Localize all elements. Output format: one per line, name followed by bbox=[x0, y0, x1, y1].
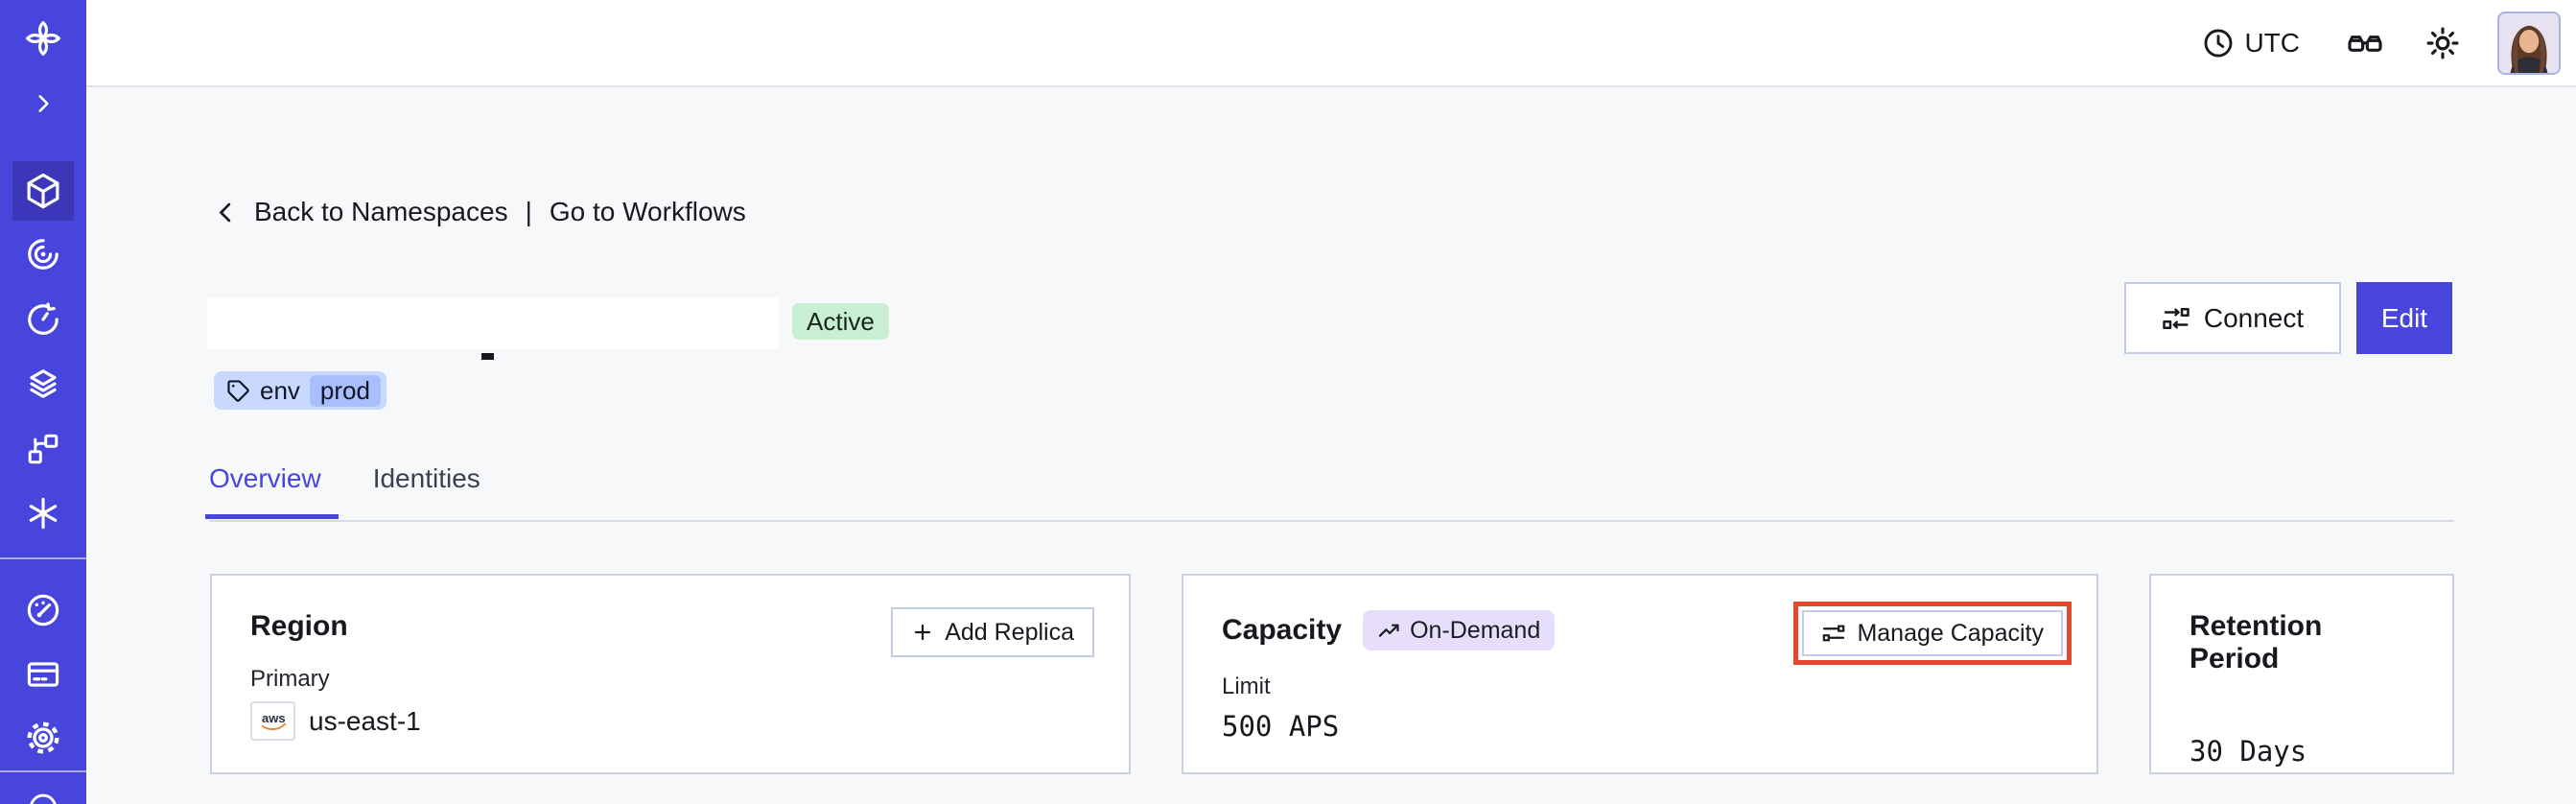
sidebar bbox=[0, 0, 86, 804]
tab-identities[interactable]: Identities bbox=[372, 463, 480, 493]
sun-icon bbox=[2426, 27, 2459, 59]
breadcrumb-separator: | bbox=[525, 197, 532, 226]
sidebar-item-nexus[interactable] bbox=[0, 366, 86, 402]
manage-capacity-button[interactable]: Manage Capacity bbox=[1802, 610, 2063, 656]
sidebar-expand-chevron-icon[interactable] bbox=[0, 90, 86, 117]
region-card: Region Add Replica Primary aws us-east-1 bbox=[210, 574, 1131, 774]
avatar-image bbox=[2499, 12, 2559, 73]
back-chevron-icon bbox=[220, 202, 231, 222]
breadcrumb[interactable]: Back to Namespaces | Go to Workflows bbox=[213, 197, 746, 227]
branch-icon bbox=[28, 434, 59, 463]
limit-label: Limit bbox=[1222, 674, 1271, 699]
ondemand-badge-label: On-Demand bbox=[1410, 616, 1541, 644]
asterisk-icon bbox=[29, 497, 58, 530]
breadcrumb-workflows-link[interactable]: Go to Workflows bbox=[549, 197, 746, 226]
capacity-card-title: Capacity bbox=[1222, 614, 1343, 646]
status-badge: Active bbox=[792, 303, 889, 340]
cube-namespaces-icon bbox=[27, 173, 59, 209]
billing-card-icon bbox=[27, 662, 59, 687]
sidebar-item-namespaces[interactable] bbox=[12, 161, 74, 221]
timezone-label: UTC bbox=[2244, 27, 2300, 58]
sidebar-divider bbox=[0, 557, 86, 559]
sidebar-item-workflows[interactable] bbox=[0, 236, 86, 272]
sidebar-divider bbox=[0, 770, 86, 772]
capacity-card-header: Capacity On-Demand bbox=[1222, 610, 2058, 650]
namespace-tag[interactable]: env prod bbox=[214, 371, 386, 410]
region-card-title: Region bbox=[250, 610, 348, 642]
connect-button[interactable]: Connect bbox=[2124, 282, 2341, 354]
svg-text:aws: aws bbox=[262, 711, 286, 725]
edit-button[interactable]: Edit bbox=[2356, 282, 2452, 354]
main-content: Back to Namespaces | Go to Workflows Act… bbox=[86, 87, 2576, 804]
timezone-button[interactable]: UTC bbox=[2202, 27, 2300, 59]
retention-value: 30 Days bbox=[2190, 735, 2307, 768]
edit-button-label: Edit bbox=[2380, 302, 2428, 333]
sliders-icon bbox=[1823, 625, 1845, 642]
sidebar-item-usage[interactable] bbox=[0, 591, 86, 629]
tab-bar-divider bbox=[209, 520, 2454, 522]
sidebar-item-batch[interactable] bbox=[0, 495, 86, 532]
clock-icon bbox=[2205, 29, 2233, 57]
partial-bottom-icon bbox=[30, 793, 57, 804]
clock-schedules-icon bbox=[28, 302, 59, 335]
breadcrumb-back-link[interactable]: Back to Namespaces bbox=[254, 197, 508, 226]
sidebar-item-settings[interactable] bbox=[0, 719, 86, 757]
gauge-usage-icon bbox=[27, 594, 59, 627]
primary-label: Primary bbox=[250, 666, 330, 692]
add-replica-label: Add Replica bbox=[945, 618, 1074, 646]
sidebar-item-support[interactable] bbox=[0, 789, 86, 804]
region-value: us-east-1 bbox=[309, 705, 421, 736]
retention-card: Retention Period 30 Days bbox=[2149, 574, 2454, 774]
top-header: UTC bbox=[86, 0, 2576, 87]
tab-overview[interactable]: Overview bbox=[205, 463, 339, 519]
tab-bar: Overview Identities bbox=[205, 463, 480, 519]
temporal-logo-icon[interactable] bbox=[0, 19, 86, 58]
sidebar-item-schedules[interactable] bbox=[0, 301, 86, 338]
highlight-annotation-box: Manage Capacity bbox=[1793, 602, 2072, 665]
sidebar-item-billing[interactable] bbox=[0, 656, 86, 693]
glasses-icon bbox=[2348, 35, 2382, 52]
sidebar-item-deployments[interactable] bbox=[0, 431, 86, 466]
namespace-title-redaction-artifact bbox=[481, 353, 494, 360]
user-avatar[interactable] bbox=[2497, 11, 2561, 75]
tag-key: env bbox=[260, 375, 300, 405]
aws-logo-icon: aws bbox=[261, 711, 287, 730]
theme-toggle-button[interactable] bbox=[2424, 25, 2461, 61]
aws-logo: aws bbox=[250, 701, 295, 741]
namespace-title-redacted bbox=[207, 297, 779, 349]
trending-up-icon bbox=[1378, 624, 1399, 637]
labs-glasses-button[interactable] bbox=[2346, 24, 2384, 62]
layers-icon bbox=[30, 369, 57, 398]
connect-button-label: Connect bbox=[2203, 302, 2305, 333]
spiral-eye-icon bbox=[28, 239, 59, 270]
capacity-card: Capacity On-Demand Manage Capacity bbox=[1182, 574, 2098, 774]
connect-workflow-icon bbox=[2163, 307, 2190, 329]
retention-card-title: Retention Period bbox=[2190, 610, 2323, 674]
manage-capacity-label: Manage Capacity bbox=[1857, 619, 2044, 647]
plus-icon bbox=[915, 624, 931, 641]
region-value-row: aws us-east-1 bbox=[250, 701, 1090, 741]
gear-settings-icon bbox=[27, 721, 59, 754]
tag-icon bbox=[227, 380, 249, 402]
ondemand-badge: On-Demand bbox=[1363, 610, 1556, 650]
capacity-limit-value: 500 APS bbox=[1222, 710, 1340, 743]
tag-value: prod bbox=[309, 374, 381, 407]
add-replica-button[interactable]: Add Replica bbox=[891, 607, 1094, 657]
